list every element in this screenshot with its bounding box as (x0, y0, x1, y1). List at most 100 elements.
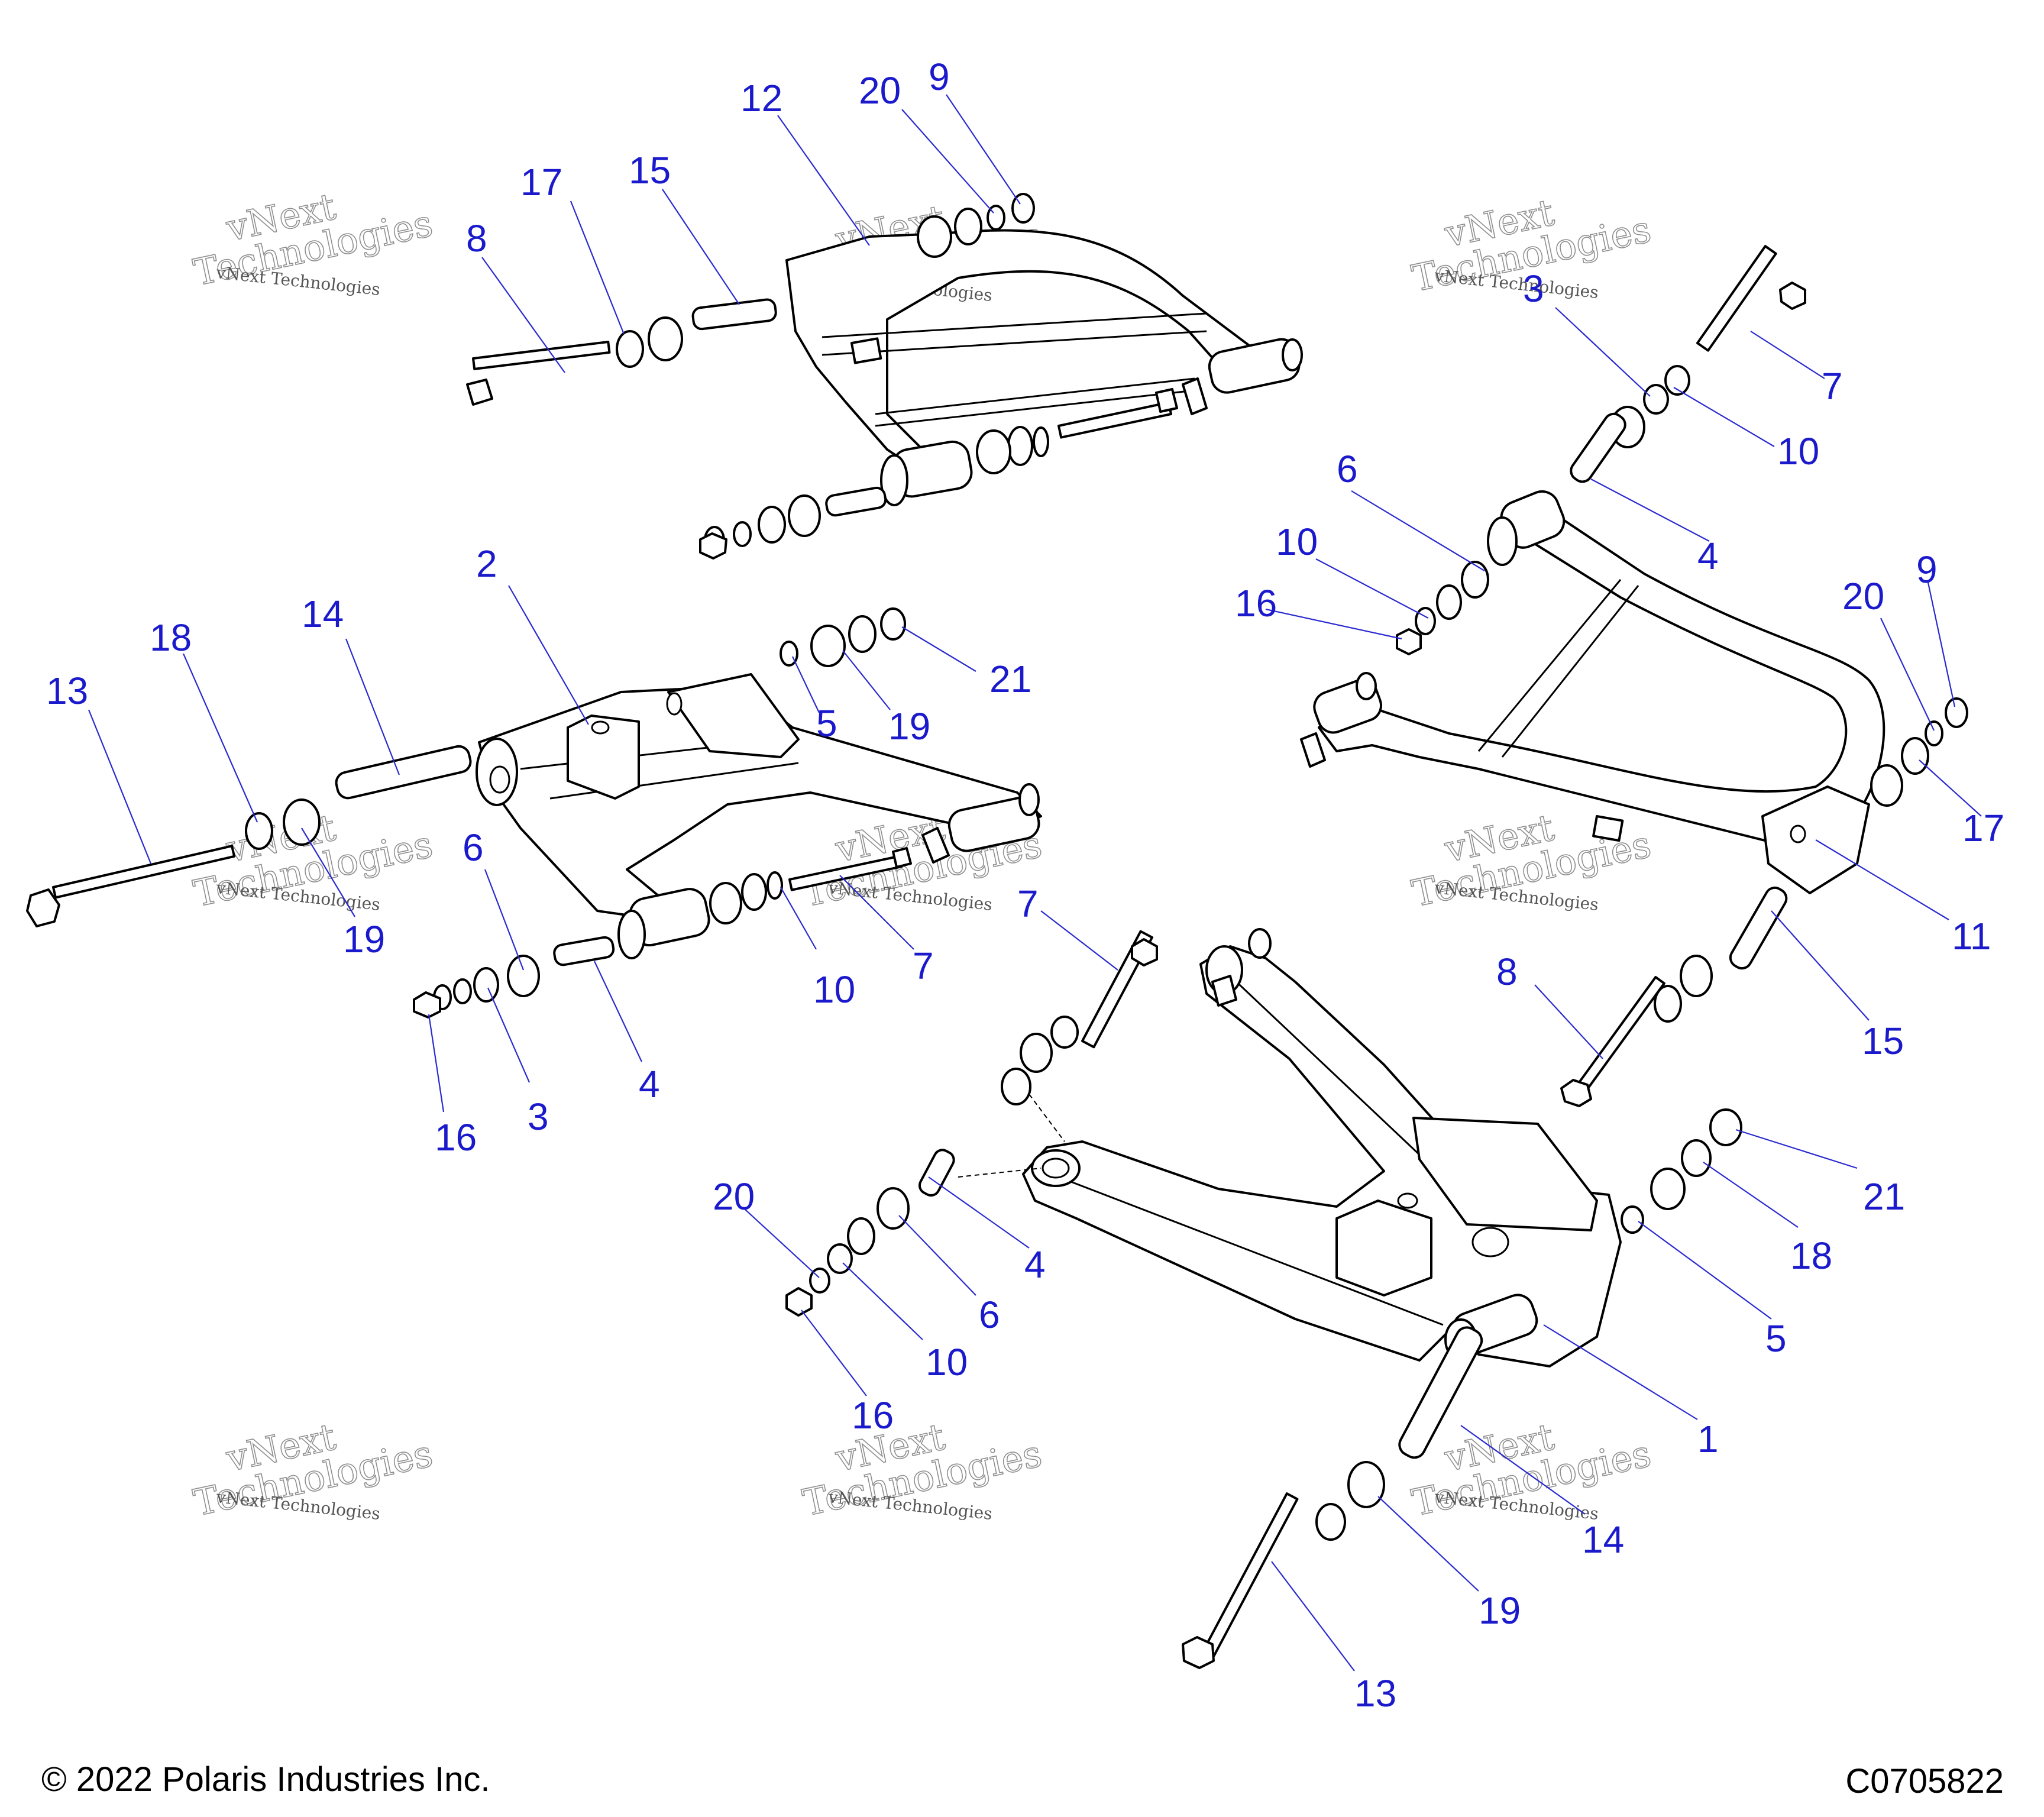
washer (780, 641, 798, 667)
leader-line (1377, 1496, 1479, 1592)
leader-line (1555, 307, 1651, 397)
mount-hole (489, 765, 510, 794)
leader-line (1590, 479, 1710, 542)
leader-line (839, 875, 914, 950)
bushing (848, 615, 877, 653)
cross-tube (1477, 579, 1622, 752)
upper-control-arm-right (1300, 245, 1968, 1107)
callout-label: 4 (1697, 535, 1719, 577)
nut (1709, 1108, 1742, 1146)
leader-line (1815, 839, 1949, 920)
copyright-notice: © 2022 Polaris Industries Inc. (41, 1760, 490, 1799)
callout-label: 18 (150, 616, 192, 659)
nut (1945, 697, 1968, 728)
mount-hole (1790, 825, 1806, 843)
bushing (1901, 737, 1929, 775)
bushing (1007, 426, 1033, 466)
callout-label: 3 (1523, 267, 1544, 310)
leader-line (901, 109, 994, 214)
leader-line (1750, 331, 1825, 379)
bushing (648, 316, 683, 361)
bolt-head (1182, 1636, 1215, 1669)
leader-line (842, 650, 891, 710)
leader-line (1543, 1324, 1698, 1420)
bushing (1870, 764, 1903, 807)
callout-label: 6 (1337, 448, 1358, 490)
pivot-tube-end (880, 454, 908, 506)
callout-label: 4 (1024, 1243, 1046, 1286)
bushing (877, 1187, 910, 1230)
callout-label: 6 (979, 1294, 1000, 1336)
callout-label: 16 (1235, 582, 1277, 625)
nut (413, 991, 441, 1019)
lower-control-arm-left (26, 607, 1042, 1019)
callout-label: 7 (1822, 365, 1843, 408)
callout-label: 11 (1952, 915, 1991, 958)
leader-line (182, 653, 258, 823)
callout-label: 15 (629, 149, 671, 192)
washer (1050, 1016, 1079, 1049)
upper-arm-frame (1318, 502, 1885, 847)
callout-label: 20 (713, 1175, 755, 1218)
bolt-head (1779, 282, 1806, 310)
callout-label: 9 (1916, 548, 1938, 591)
leader-line (484, 869, 525, 971)
lower-arm-frame (1022, 945, 1622, 1367)
washer (1925, 720, 1943, 746)
stud-nut (1248, 928, 1272, 959)
sleeve (691, 298, 777, 331)
sleeve (335, 745, 472, 800)
callout-label: 15 (1862, 1020, 1904, 1062)
bushing (810, 625, 846, 667)
mount-hole (1042, 1158, 1070, 1179)
leader-line (777, 115, 870, 246)
bolt (1696, 245, 1777, 352)
callout-label: 19 (888, 705, 930, 748)
callout-label: 19 (1479, 1589, 1521, 1632)
stud-nut (1018, 783, 1040, 816)
leader-line (1771, 910, 1870, 1021)
bushing (709, 882, 742, 924)
leader-line (301, 827, 355, 917)
assembly-guide-line (958, 1168, 1042, 1178)
leader-line (481, 257, 565, 373)
leader-line (928, 1176, 1030, 1249)
nut (785, 1287, 813, 1317)
leader-line (1271, 1561, 1355, 1671)
callout-label: 16 (852, 1394, 894, 1437)
leader-line (1040, 910, 1118, 971)
leader-line (842, 1262, 923, 1340)
callout-label: 4 (639, 1063, 660, 1105)
callout-labels: 12 20 9 17 15 8 3 7 10 6 4 10 16 20 9 17… (46, 56, 2004, 1715)
callout-label: 12 (740, 77, 782, 119)
bolt (1057, 401, 1173, 439)
leader-line (1265, 608, 1402, 640)
leader-line (1315, 558, 1429, 619)
leader-line (1703, 1162, 1799, 1228)
leader-line (88, 709, 152, 864)
leader-line (662, 189, 740, 305)
leader-line (1351, 490, 1485, 571)
upper-arm-frame (785, 229, 1267, 486)
cross-tube (875, 377, 1195, 415)
mount-hole (1471, 1227, 1509, 1257)
bushing (1315, 1503, 1346, 1541)
cross-tube (1501, 585, 1639, 758)
arm-tube-edge (1058, 1176, 1444, 1326)
callout-label: 5 (1765, 1317, 1787, 1360)
leader-line (594, 961, 642, 1062)
bushing (283, 798, 321, 846)
washer (733, 521, 752, 547)
callout-label: 14 (302, 593, 344, 635)
bushing (473, 967, 499, 1003)
bushing (917, 215, 952, 258)
bushing (741, 873, 767, 911)
leader-line (570, 201, 625, 335)
leader-line (901, 626, 976, 672)
nut (880, 607, 906, 641)
bushing (245, 812, 273, 850)
bushing (1650, 1168, 1686, 1210)
callout-label: 1 (1697, 1418, 1719, 1460)
bolt-head (26, 888, 60, 927)
ball-joint (1182, 377, 1208, 415)
